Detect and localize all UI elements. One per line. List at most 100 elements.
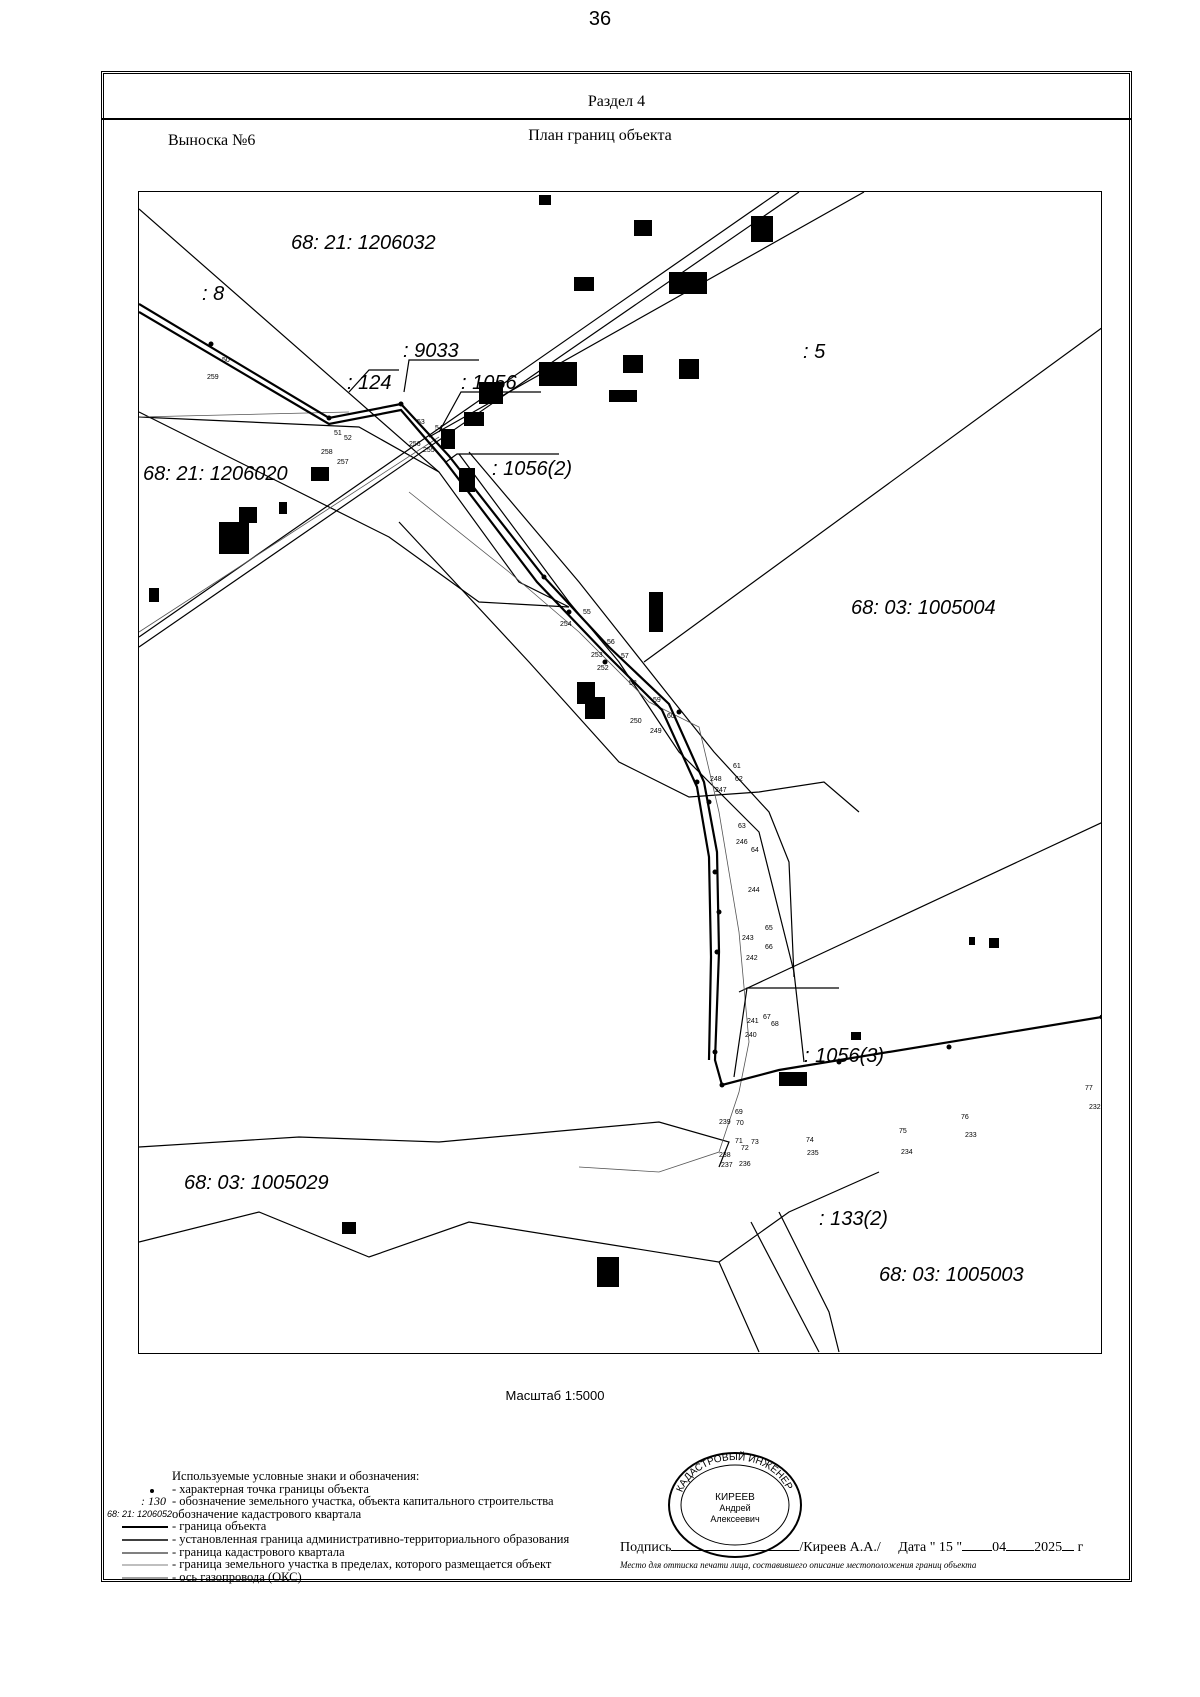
point-label: 240 <box>745 1032 757 1039</box>
point-label: 233 <box>965 1132 977 1139</box>
parcel-label: : 1056 <box>461 372 517 394</box>
svg-text:КИРЕЕВ: КИРЕЕВ <box>715 1492 755 1503</box>
point-label: 247 <box>715 787 727 794</box>
point-label: 256 <box>409 441 421 448</box>
point-label: 250 <box>630 718 642 725</box>
point-label: 53 <box>417 419 425 426</box>
point-label: 239 <box>719 1119 731 1126</box>
legend-item: : 130 - обозначение земельного участка, … <box>100 1494 554 1509</box>
legend-title: Используемые условные знаки и обозначени… <box>172 1469 420 1483</box>
point-label: 238 <box>719 1152 731 1159</box>
point-symbol-icon <box>100 1483 172 1496</box>
svg-text:Андрей: Андрей <box>719 1503 750 1513</box>
legend: Используемые условные знаки и обозначени… <box>100 1469 569 1584</box>
point-label: 232 <box>1089 1104 1101 1111</box>
parcel-label: : 133(2) <box>819 1208 888 1230</box>
parcel-label: : 1056(2) <box>492 458 572 480</box>
svg-text:Алексеевич: Алексеевич <box>710 1514 760 1524</box>
cadastral-seal-stamp: КАДАСТРОВЫЙ ИНЖЕНЕР КИРЕЕВ Андрей Алексе… <box>660 1450 810 1560</box>
page-number: 36 <box>588 8 612 30</box>
point-label: 50 <box>222 357 230 364</box>
date-year: 2025 <box>1034 1540 1063 1555</box>
point-label: 255 <box>423 447 435 454</box>
year-suffix: г <box>1077 1540 1084 1555</box>
point-label: 62 <box>735 776 743 783</box>
point-label: 71 <box>735 1138 743 1145</box>
legend-item: - характерная точка границы объекта <box>100 1482 419 1496</box>
parcel-label: : 8 <box>202 283 224 305</box>
point-label: 55 <box>583 609 591 616</box>
parcel-label: 68: 21: 1206032 <box>291 232 436 254</box>
point-label: 237 <box>721 1162 733 1169</box>
signature-line: Подпись/Киреев А.А./ Дата " 15 " 04 2025 г <box>620 1540 1083 1556</box>
legend-item: - граница объекта <box>100 1520 419 1533</box>
point-label: 73 <box>751 1139 759 1146</box>
line-symbol-icon <box>100 1520 172 1533</box>
legend-symbol-text: : 130 <box>141 1494 166 1509</box>
point-label: 234 <box>901 1149 913 1156</box>
legend-item: - установленная граница административно-… <box>100 1533 569 1546</box>
line-symbol-icon <box>100 1558 172 1571</box>
scale-label: Масштаб 1:5000 <box>505 1388 605 1403</box>
point-label: 235 <box>807 1150 819 1157</box>
section-header: Раздел 4 <box>101 71 1132 120</box>
point-label: 70 <box>736 1120 744 1127</box>
legend-item: 68: 21: 1206052 обозначение кадастрового… <box>100 1508 419 1521</box>
point-label: 72 <box>741 1145 749 1152</box>
callout-label: Выноска №6 <box>168 132 256 149</box>
legend-item: - ось газопровода (ОКС) <box>100 1571 419 1584</box>
legend-symbol-text: 68: 21: 1206052 <box>106 1508 172 1519</box>
point-label: 59 <box>653 697 661 704</box>
date-label: Дата " 15 " <box>898 1540 963 1555</box>
point-label: 257 <box>337 459 349 466</box>
point-label: 67 <box>763 1014 771 1021</box>
legend-item: - граница кадастрового квартала <box>100 1545 419 1559</box>
point-label: 69 <box>735 1109 743 1116</box>
svg-text:КАДАСТРОВЫЙ ИНЖЕНЕР: КАДАСТРОВЫЙ ИНЖЕНЕР <box>675 1450 795 1494</box>
point-label: 60 <box>667 713 675 720</box>
point-label: 52 <box>344 435 352 442</box>
parcel-label: : 9033 <box>403 340 459 362</box>
point-label: 252 <box>597 665 609 672</box>
point-label: 77 <box>1085 1085 1093 1092</box>
date-month: 04 <box>992 1540 1007 1555</box>
point-label: 254 <box>560 621 572 628</box>
line-symbol-icon <box>100 1533 172 1546</box>
line-symbol-icon <box>100 1546 172 1559</box>
point-label: 242 <box>746 955 758 962</box>
point-label: 243 <box>742 935 754 942</box>
stamp-note: Место для оттиска печати лица, составивш… <box>620 1560 977 1570</box>
point-label: 249 <box>650 728 662 735</box>
point-label: 58 <box>629 680 637 687</box>
point-label: 74 <box>806 1137 814 1144</box>
point-label: 66 <box>765 944 773 951</box>
parcel-label: 68: 21: 1206020 <box>143 463 288 485</box>
point-label: 244 <box>748 887 760 894</box>
point-label: 64 <box>751 847 759 854</box>
parcel-label: 68: 03: 1005029 <box>184 1172 329 1194</box>
section-title: Раздел 4 <box>587 93 646 110</box>
document-frame <box>101 71 1132 1582</box>
point-label: 253 <box>591 652 603 659</box>
point-label: 57 <box>621 653 629 660</box>
parcel-label: : 5 <box>803 341 826 363</box>
point-label: 76 <box>961 1114 969 1121</box>
point-label: 61 <box>733 763 741 770</box>
plan-title: План границ объекта <box>528 127 672 144</box>
point-label: 54 <box>435 425 443 432</box>
point-label: 258 <box>321 449 333 456</box>
point-label: 63 <box>738 823 746 830</box>
point-label: 68 <box>771 1021 779 1028</box>
point-label: 236 <box>739 1161 751 1168</box>
legend-item: - граница земельного участка в пределах,… <box>100 1558 551 1571</box>
point-label: 259 <box>207 374 219 381</box>
point-label: 241 <box>747 1018 759 1025</box>
point-label: 75 <box>899 1128 907 1135</box>
boundary-map: 68: 21: 1206032 : 8 : 9033 : 124 : 1056 … <box>138 191 1102 1354</box>
parcel-label: 68: 03: 1005003 <box>879 1264 1024 1286</box>
signature-label: Подпись <box>620 1540 672 1555</box>
signer-name: /Киреев А.А./ <box>799 1540 881 1555</box>
point-label: 56 <box>607 639 615 646</box>
point-label: 248 <box>710 776 722 783</box>
point-label: 246 <box>736 839 748 846</box>
